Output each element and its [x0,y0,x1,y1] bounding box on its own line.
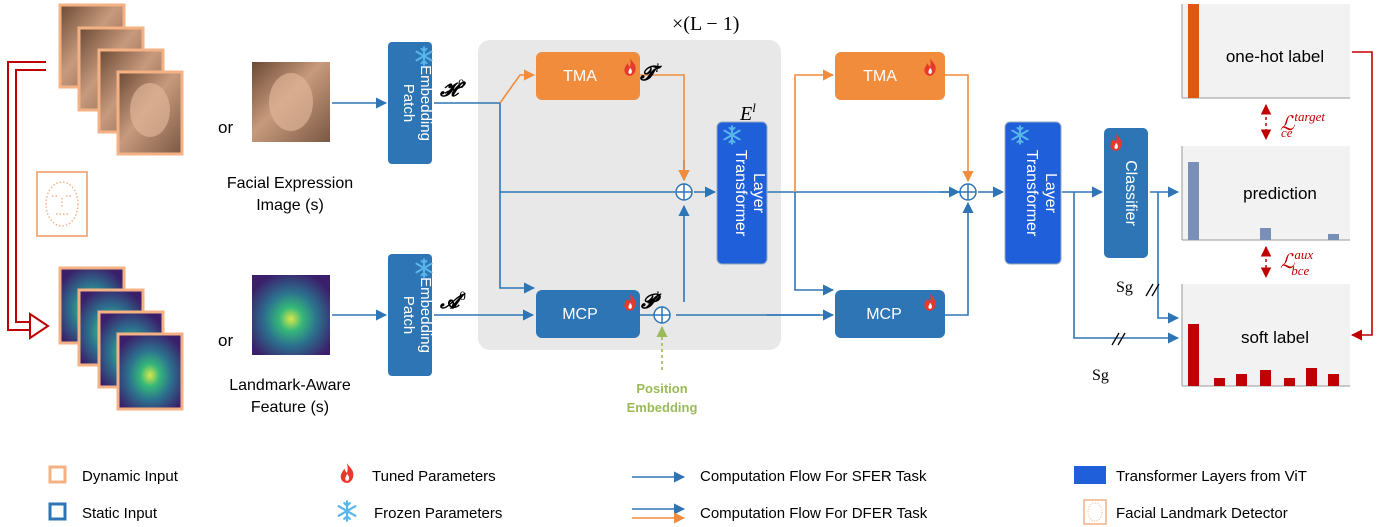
landmark-aware-caption-2: Feature (s) [251,399,329,416]
tma-label: TMA [563,68,597,85]
soft-label-panel: soft label [1181,284,1350,387]
patch-embedding-top-line2: Embedding [417,65,434,141]
landmark-extraction-arrow [7,61,46,331]
onehot-panel: one-hot label [1181,4,1350,99]
or-text-top: or [218,118,233,137]
repeat-panel [478,40,781,350]
sum-node [675,183,693,201]
a0-symbol: 𝓐0 [439,288,467,313]
legend-static-input: Static Input [82,505,158,522]
static-landmark-image [252,275,330,355]
soft-label: soft label [1241,328,1309,347]
legend: Dynamic Input Static Input Tuned Paramet… [48,463,1307,525]
patch-embedding-bottom: Patch Embedding [388,254,434,376]
transformer-line2: Layer [1042,173,1059,214]
mcp-block-1: MCP [536,290,640,338]
transformer-layer-1: Transformer Layer [716,121,768,265]
legend-flow-sfer: Computation Flow For SFER Task [700,468,927,485]
legend-static-swatch [48,502,67,521]
stop-gradient-mark [1145,283,1160,297]
facial-expression-caption-2: Image (s) [256,197,324,214]
dynamic-face-stack [58,3,184,156]
legend-dynamic-swatch [48,465,67,484]
sum-node [959,183,977,201]
legend-frozen-parameters: Frozen Parameters [374,505,502,522]
mcp-label: MCP [562,306,598,323]
snowflake-icon [337,500,357,522]
mcp-block-2: MCP [835,290,945,338]
sg-bottom-label: Sg [1092,367,1109,384]
tma-block-2: TMA [835,52,945,100]
sum-node [653,306,671,324]
sg-top-label: Sg [1116,279,1133,296]
facial-expression-caption-1: Facial Expression [227,175,353,192]
legend-tuned-parameters: Tuned Parameters [372,468,496,485]
position-embedding-line2: Embedding [627,400,698,415]
legend-dynamic-input: Dynamic Input [82,468,179,485]
position-embedding-line1: Position [636,381,687,396]
dynamic-landmark-stack [58,266,184,411]
tma-label: TMA [863,68,897,85]
classifier-block: Classifier [1104,128,1148,258]
landmark-aware-caption-1: Landmark-Aware [229,377,351,394]
mcp-label: MCP [866,306,902,323]
classifier-label: Classifier [1122,160,1139,226]
legend-transformer-swatch [1074,466,1106,484]
e-symbol: El [739,100,756,125]
flame-icon [340,463,354,483]
transformer-line2: Layer [750,173,767,214]
legend-transformer-vit: Transformer Layers from ViT [1116,468,1307,485]
transformer-layer-2: Transformer Layer [1004,121,1062,265]
h0-symbol: 𝓗0 [439,76,467,101]
prediction-label: prediction [1243,184,1317,203]
onehot-label: one-hot label [1226,47,1324,66]
legend-landmark-detector: Facial Landmark Detector [1116,505,1288,522]
patch-embedding-top: Patch Embedding [388,42,434,164]
patch-embedding-top-line1: Patch [400,84,417,122]
tma-block-1: TMA [536,52,640,100]
prediction-panel: prediction [1181,146,1350,241]
transformer-line1: Transformer [732,150,749,237]
static-face-image [252,62,330,142]
legend-landmark-icon [1083,499,1107,525]
legend-flow-dfer: Computation Flow For DFER Task [700,505,928,522]
patch-embedding-bottom-line1: Patch [400,296,417,334]
onehot-to-soft-arrow [1350,51,1373,341]
stop-gradient-mark [1111,332,1126,346]
landmark-detector-icon [36,171,88,237]
or-text-bottom: or [218,331,233,350]
transformer-line1: Transformer [1023,150,1040,237]
dfer-orange-arrows [499,69,974,192]
flow-arrows [332,97,1180,344]
repeat-label: ×(L − 1) [672,13,739,35]
patch-embedding-bottom-line2: Embedding [417,277,434,353]
landmark-extraction-arrowhead [29,312,50,340]
